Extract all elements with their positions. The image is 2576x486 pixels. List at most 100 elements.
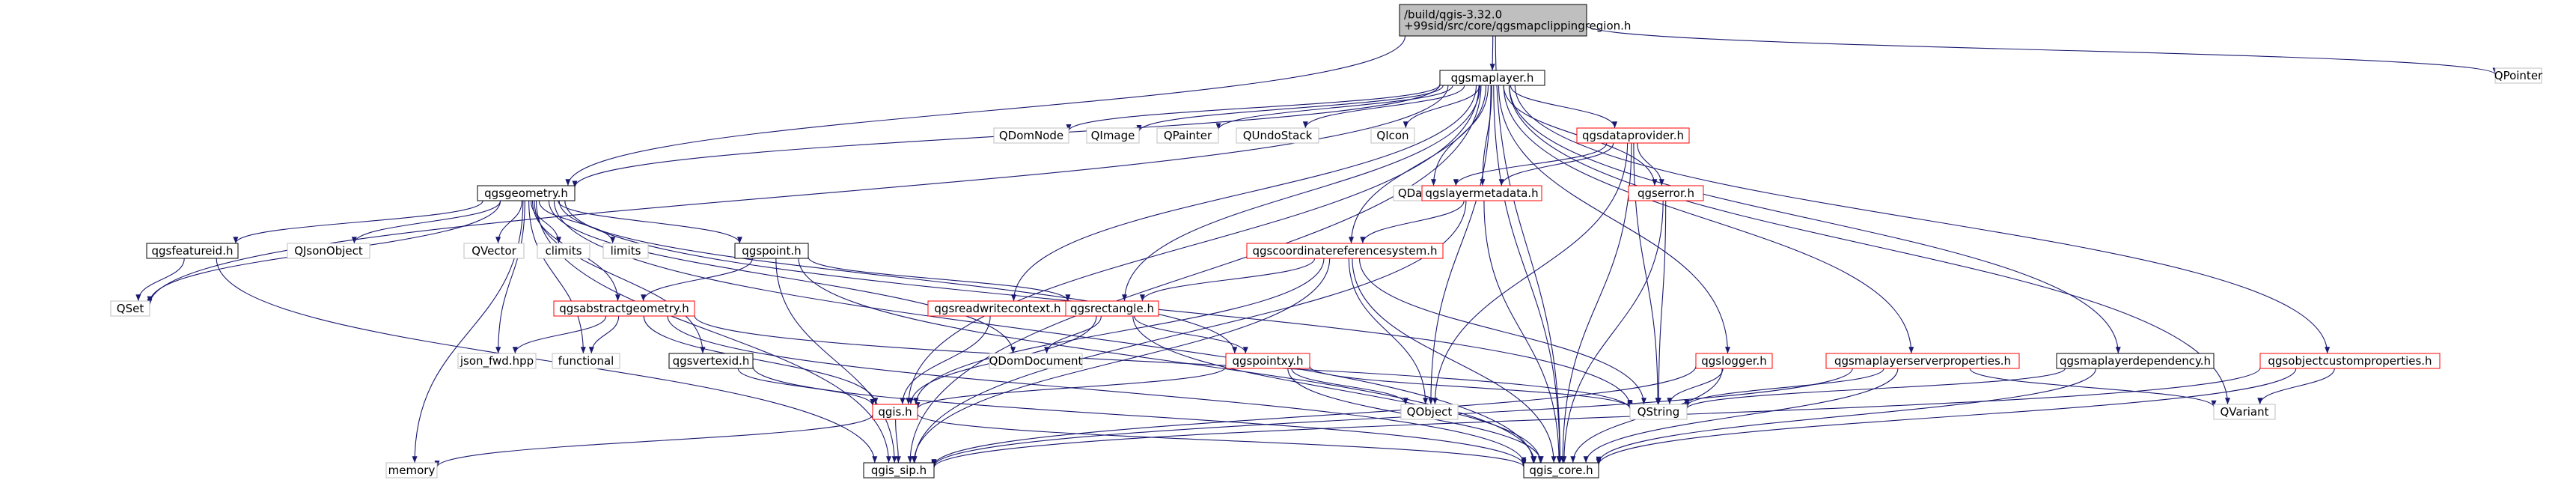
node-root[interactable]: /build/qgis-3.32.0+99sid/src/core/qgsmap… <box>1399 4 1631 37</box>
edge-root-to-qpointer <box>1586 25 2498 75</box>
node-box <box>2056 353 2215 369</box>
edge-qgsvertexid-to-qgis <box>737 368 876 406</box>
node-label: qgsfeatureid.h <box>152 244 234 258</box>
node-box <box>1156 127 1219 144</box>
node-qgscrs[interactable]: qgscoordinatereferencesystem.h <box>1246 243 1444 259</box>
node-qgsvertexid[interactable]: qgsvertexid.h <box>668 353 754 369</box>
edge-qgsmaplayer-to-qdomnode <box>1066 84 1441 132</box>
node-qgis_core[interactable]: qgis_core.h <box>1523 462 1599 479</box>
edge-qgis-to-memory <box>434 414 873 468</box>
node-box <box>1629 404 1688 420</box>
node-label: qgslayermetadata.h <box>1425 186 1538 200</box>
node-box <box>463 243 525 259</box>
edge-qgserror-to-qgis_core <box>1561 200 1664 464</box>
edge-qgsabstractgeometry-to-qgis_core <box>667 315 1527 464</box>
edge-qgsrectangle-to-qgspointxy <box>1134 315 1248 354</box>
node-label: qgsmaplayer.h <box>1451 71 1534 85</box>
node-box <box>1246 243 1444 259</box>
node-box <box>552 353 620 369</box>
node-label: qgsdataprovider.h <box>1582 129 1684 142</box>
node-label: QPointer <box>2494 69 2543 82</box>
node-label: qgscoordinatereferencesystem.h <box>1253 244 1438 258</box>
node-qgsobjectcustomproperties[interactable]: qgsobjectcustomproperties.h <box>2259 353 2441 369</box>
edge-qgsdataprovider-to-qgserror <box>1637 142 1664 186</box>
edge-qgsvertexid-to-qgis_core <box>752 366 1527 466</box>
node-label: qgsobjectcustomproperties.h <box>2268 354 2432 368</box>
node-qundostack: QUndoStack <box>1236 127 1319 144</box>
dependency-edges <box>135 25 2498 468</box>
edge-qgsmaplayer-to-qgsdataprovider <box>1510 85 1618 129</box>
node-label: qgsreadwritecontext.h <box>934 302 1060 315</box>
node-box <box>1225 353 1310 369</box>
edge-qgsabstractgeometry-to-qstring <box>694 315 1633 410</box>
node-label: qgserror.h <box>1638 186 1694 200</box>
node-qimage: QImage <box>1086 127 1140 144</box>
edge-qgspoint-to-qgis_sip <box>775 258 897 464</box>
edge-qgscrs-to-qobject <box>1348 258 1429 405</box>
edge-qgsmaplayer-to-qundostack <box>1302 85 1465 129</box>
node-qgis_sip[interactable]: qgis_sip.h <box>863 462 935 479</box>
edge-qgslayermetadata-to-qgis_core <box>1483 200 1562 464</box>
node-label: qgslogger.h <box>1701 354 1767 368</box>
edge-qgsgeometry-to-qgis_core <box>553 200 1536 464</box>
edge-qgsmaplayer-to-qobject <box>1428 85 1492 405</box>
edge-qgscrs-to-qstring <box>1358 258 1646 405</box>
node-qgsreadwritecontext[interactable]: qgsreadwritecontext.h <box>927 300 1068 317</box>
edge-root-to-qgsgeometry <box>565 35 1406 186</box>
node-box <box>1439 70 1545 86</box>
node-qgsmaplayerserverproperties[interactable]: qgsmaplayerserverproperties.h <box>1825 353 2020 369</box>
node-qgsfeatureid[interactable]: qgsfeatureid.h <box>146 243 239 259</box>
node-qgsmaplayer[interactable]: qgsmaplayer.h <box>1439 70 1545 86</box>
node-qgslayermetadata[interactable]: qgslayermetadata.h <box>1421 185 1542 201</box>
node-box <box>989 353 1083 369</box>
node-box <box>477 185 576 201</box>
node-label: climits <box>545 244 582 258</box>
node-box <box>993 127 1069 144</box>
node-label: memory <box>388 464 436 477</box>
node-label: qgis_core.h <box>1529 464 1593 478</box>
node-box <box>385 462 438 479</box>
node-qgspointxy[interactable]: qgspointxy.h <box>1225 353 1310 369</box>
node-box <box>734 243 809 259</box>
node-qgslogger[interactable]: qgslogger.h <box>1695 353 1773 369</box>
node-qicon: QIcon <box>1370 127 1415 144</box>
node-box <box>1628 185 1704 201</box>
node-label: QDomDocument <box>989 354 1083 368</box>
node-qdomnode: QDomNode <box>993 127 1069 144</box>
node-label: qgsmaplayerdependency.h <box>2060 354 2211 368</box>
node-qvariant: QVariant <box>2213 404 2276 420</box>
edge-qgsgeometry-to-qgspoint <box>558 200 742 244</box>
node-qgsabstractgeometry[interactable]: qgsabstractgeometry.h <box>553 300 695 317</box>
edge-qgsabstractgeometry-to-qgis <box>643 315 879 405</box>
node-box <box>553 300 695 317</box>
edge-qgsmaplayer-to-qicon <box>1403 85 1480 129</box>
node-box <box>110 300 150 317</box>
node-qgserror[interactable]: qgserror.h <box>1628 185 1704 201</box>
edge-qgsmaplayerserverproperties-to-qgis_sip <box>931 368 1853 467</box>
node-climits: climits <box>537 243 590 259</box>
edge-qgsmaplayer-to-qgsmaplayerdependency <box>1509 85 2121 354</box>
node-box <box>287 243 370 259</box>
edge-qgspoint-to-qgsrectangle <box>808 257 1071 302</box>
edge-qgsmaplayer-to-qset <box>147 85 1449 306</box>
node-qgis[interactable]: qgis.h <box>872 404 918 420</box>
node-qobject: QObject <box>1400 404 1459 420</box>
edge-qgsmaplayerserverproperties-to-qvariant <box>1969 368 2217 407</box>
node-qjsonobject: QJsonObject <box>287 243 370 259</box>
node-qset: QSet <box>110 300 150 317</box>
node-qgsrectangle[interactable]: qgsrectangle.h <box>1065 300 1159 317</box>
node-qgsdataprovider[interactable]: qgsdataprovider.h <box>1576 127 1690 144</box>
edge-qgsrectangle-to-qgis_core <box>1132 315 1543 464</box>
edge-qgsmaplayer-to-qgis_sip <box>907 85 1482 464</box>
node-box <box>2259 353 2441 369</box>
node-qgspoint[interactable]: qgspoint.h <box>734 243 809 259</box>
edge-qgsmaplayer-to-qimage <box>1136 85 1444 132</box>
edge-qgsobjectcustomproperties-to-qgis_core <box>1596 368 2297 466</box>
edge-qgsgeometry-to-memory <box>412 200 524 464</box>
node-qgsgeometry[interactable]: qgsgeometry.h <box>477 185 576 201</box>
edge-qgspointxy-to-qstring <box>1309 366 1633 409</box>
node-qpointer: QPointer <box>2494 67 2543 84</box>
node-qgsmaplayerdependency[interactable]: qgsmaplayerdependency.h <box>2056 353 2215 369</box>
edge-qgsrectangle-to-qdomdocument <box>1044 315 1102 354</box>
node-box <box>602 243 649 259</box>
